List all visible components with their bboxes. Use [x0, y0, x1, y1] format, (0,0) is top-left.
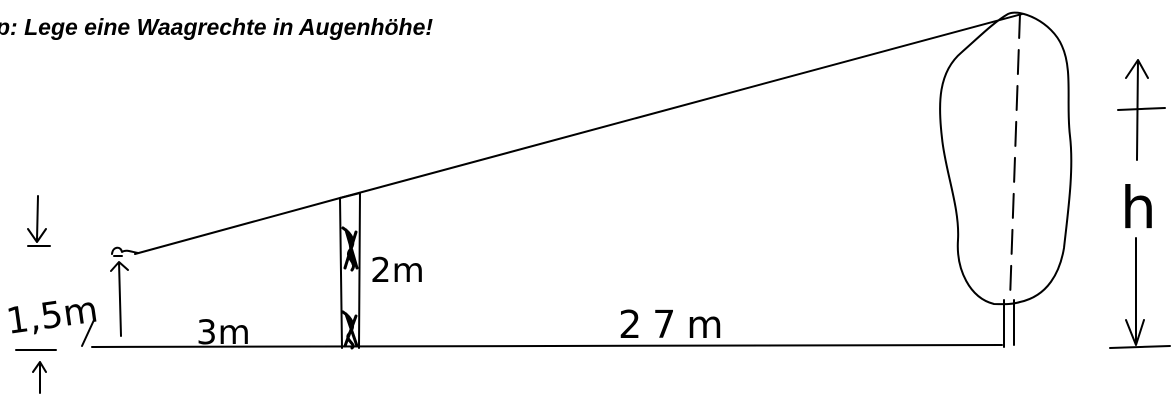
sight-line: [134, 13, 1023, 255]
stick-height-label: 2m: [370, 251, 425, 291]
stick-tree-distance-label: 27m: [618, 303, 733, 347]
tree-height-label: h: [1120, 174, 1157, 242]
eye-height-dimension: [15, 195, 95, 394]
eye-icon: [111, 246, 139, 257]
measuring-stick: [339, 192, 361, 350]
person-stick-distance-label: 3m: [196, 313, 251, 353]
tip-headline: p: Lege eine Waagrechte in Augenhöhe!: [0, 14, 434, 40]
ground-line: [91, 344, 1003, 348]
eye-arrow-icon: [110, 261, 129, 337]
tree-trunk: [1003, 299, 1015, 348]
tree-outline: [939, 11, 1073, 306]
tree-height-dimension: [1109, 59, 1171, 349]
tree-center-line: [1009, 13, 1021, 301]
